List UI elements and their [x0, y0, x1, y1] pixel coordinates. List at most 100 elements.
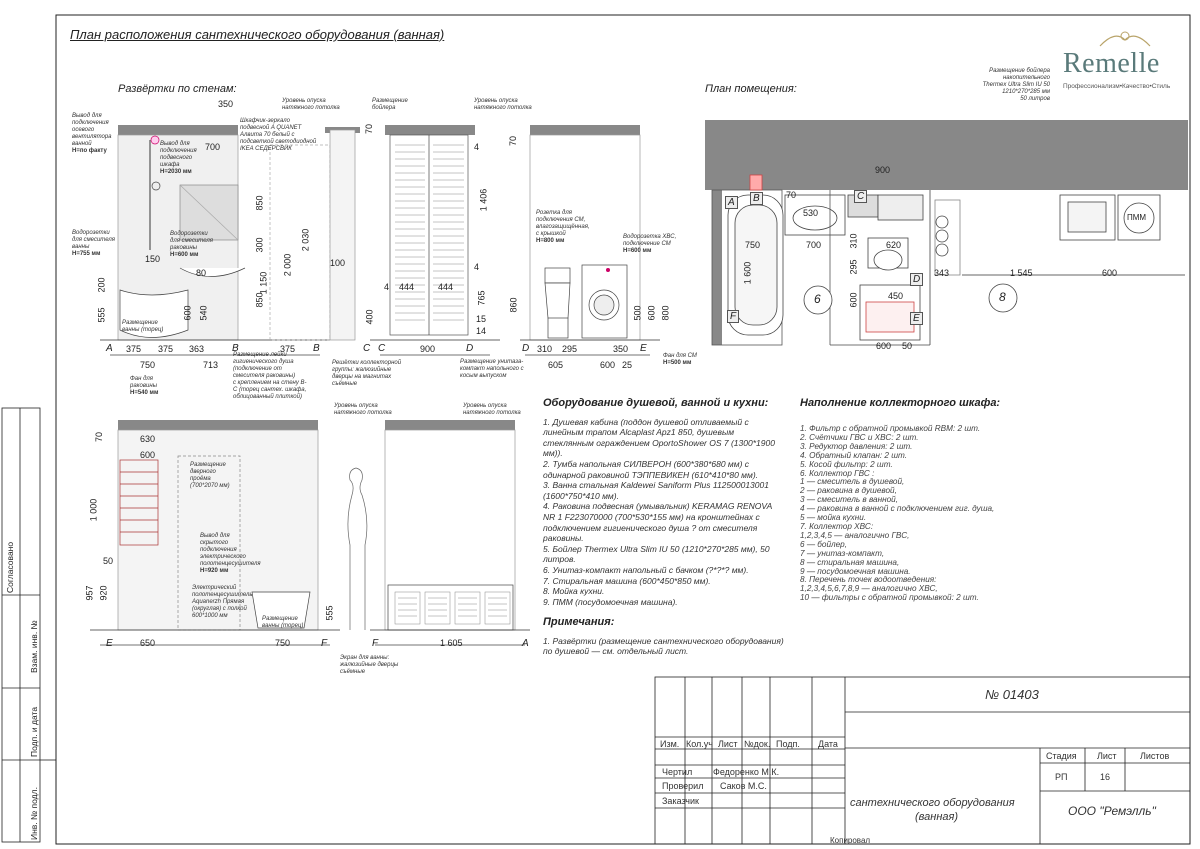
list-item: 7. Стиральная машина (600*450*850 мм). — [543, 575, 711, 586]
dim-label: 4 — [384, 282, 390, 292]
axis-letter: E — [640, 343, 647, 354]
section-plan-title: План помещения: — [705, 83, 797, 95]
dim-label: 850 — [254, 195, 265, 211]
dim-label: 14 — [476, 326, 487, 336]
dim-label: 500 — [632, 305, 643, 321]
list-item: 5. Бойлер Thermex Ultra Slim IU 50 (1210… — [543, 543, 770, 565]
axis-letter: C — [378, 343, 386, 354]
dim-label: 600 — [646, 305, 657, 321]
dim-label: 400 — [364, 309, 375, 325]
list-item: 3. Ванна стальная Kaldewei Saniform Plus… — [543, 480, 769, 501]
dim-label: 1 000 — [88, 498, 99, 522]
collector-title: Наполнение коллекторного шкафа: — [800, 397, 1001, 409]
dim-label: 350 — [218, 99, 234, 109]
dim-label: 600 — [182, 305, 193, 321]
plan-marker: A — [725, 196, 738, 209]
list-item: 3. Редуктор давления: 2 шт. — [800, 441, 913, 451]
dim-label: 444 — [399, 282, 415, 292]
dim-label: 375 — [158, 344, 174, 354]
dim-label: 957 — [84, 585, 95, 601]
dim-label: 920 — [98, 585, 109, 601]
elevation-de — [520, 125, 660, 356]
axis-letter: B — [313, 343, 320, 354]
dim-label: 1 605 — [440, 638, 463, 648]
stamp-header: Лист — [1097, 751, 1117, 761]
list-item: 7 — унитаз-компакт, — [800, 548, 885, 558]
dim-label: 70 — [508, 135, 519, 147]
collector-items: 1. Фильтр с обратной промывкой RBM: 2 шт… — [800, 424, 1050, 603]
stamp-role: Заказчик — [662, 796, 699, 806]
list-item: 6 — бойлер, — [800, 539, 848, 549]
plan-marker: 6 — [814, 292, 821, 306]
list-item: 2. Тумба напольная СИЛВЕРОН (600*380*680… — [543, 458, 759, 480]
side-stamp — [1, 407, 56, 843]
dim-label: 375 — [280, 344, 296, 354]
dim-label: 1 150 — [258, 271, 269, 295]
collector-list: Наполнение коллекторного шкафа: — [800, 398, 1050, 417]
list-item: 8. Перечень точек водоотведения: — [800, 575, 937, 585]
dim-label: 600 — [848, 292, 859, 308]
drawing-name-2: (ванная) — [915, 811, 959, 823]
list-item: 5. Косой фильтр: 2 шт. — [800, 459, 893, 469]
dim-label: 555 — [324, 605, 335, 621]
dim-label: 295 — [848, 259, 859, 275]
list-item: 9 — посудомоечная машина. — [800, 566, 911, 576]
dim-label: 343 — [934, 268, 950, 278]
stamp-role: Проверил — [662, 781, 704, 791]
dim-label: 750 — [745, 240, 761, 250]
plan-marker: C — [854, 190, 868, 203]
dim-label: 700 — [205, 142, 221, 152]
plan-marker: B — [750, 192, 763, 205]
dim-label: 2 000 — [282, 253, 293, 277]
stamp-role: Чертил — [662, 767, 693, 777]
dim-label: 850 — [254, 292, 265, 308]
section-walls-title: Развёртки по стенам: — [118, 83, 237, 95]
dim-label: 310 — [848, 233, 859, 249]
dim-label: 765 — [476, 290, 487, 306]
dim-label: 620 — [886, 240, 902, 250]
logo-ornament-icon — [1099, 31, 1151, 47]
dim-label: 80 — [196, 268, 207, 278]
dim-label: 450 — [888, 291, 904, 301]
stamp-header: Дата — [818, 739, 838, 749]
dim-label: 1 600 — [742, 261, 753, 285]
dim-label: 444 — [438, 282, 454, 292]
plan-marker: F — [727, 310, 740, 323]
notes-block: Примечания: 1. Развёртки (размещение сан… — [543, 617, 793, 657]
list-item: 1. Душевая кабина (поддон душевой отлива… — [543, 416, 775, 459]
list-item: 1,2,3,4,5,6,7,8,9 — аналогично ХВС, — [800, 584, 938, 594]
list-item: 3 — смеситель в ванной, — [800, 495, 898, 505]
list-item: 8 — стиральная машина, — [800, 557, 900, 567]
list-item: 4. Обратный клапан: 2 шт. — [800, 450, 908, 460]
dim-label: 363 — [189, 344, 205, 354]
stamp-name: Саков М.С. — [720, 781, 767, 791]
list-item: 6. Унитаз-компакт напольный с бачком (?*… — [543, 564, 749, 575]
axis-letter: B — [232, 343, 239, 354]
axis-letter: D — [522, 343, 530, 354]
list-item: 4 — раковина в ванной с подключением гиг… — [800, 504, 995, 514]
list-item: 7. Коллектор ХВС: — [800, 521, 874, 531]
elevation-cd — [370, 125, 500, 356]
dim-label: 300 — [254, 237, 265, 253]
dim-label: 530 — [803, 208, 819, 218]
dim-label: 600 — [140, 450, 156, 460]
stamp-header: Изм. — [660, 739, 680, 749]
dim-label: 700 — [806, 240, 822, 250]
room-plan — [705, 120, 1188, 346]
list-item: 2 — раковина в душевой, — [800, 486, 897, 496]
dim-label: 150 — [145, 254, 161, 264]
elevation-fa — [347, 420, 530, 646]
stamp-header: Стадия — [1046, 751, 1077, 761]
equipment-title: Оборудование душевой, ванной и кухни: — [543, 397, 769, 409]
dim-label: 750 — [140, 360, 156, 370]
sheet-value: 16 — [1100, 772, 1111, 782]
